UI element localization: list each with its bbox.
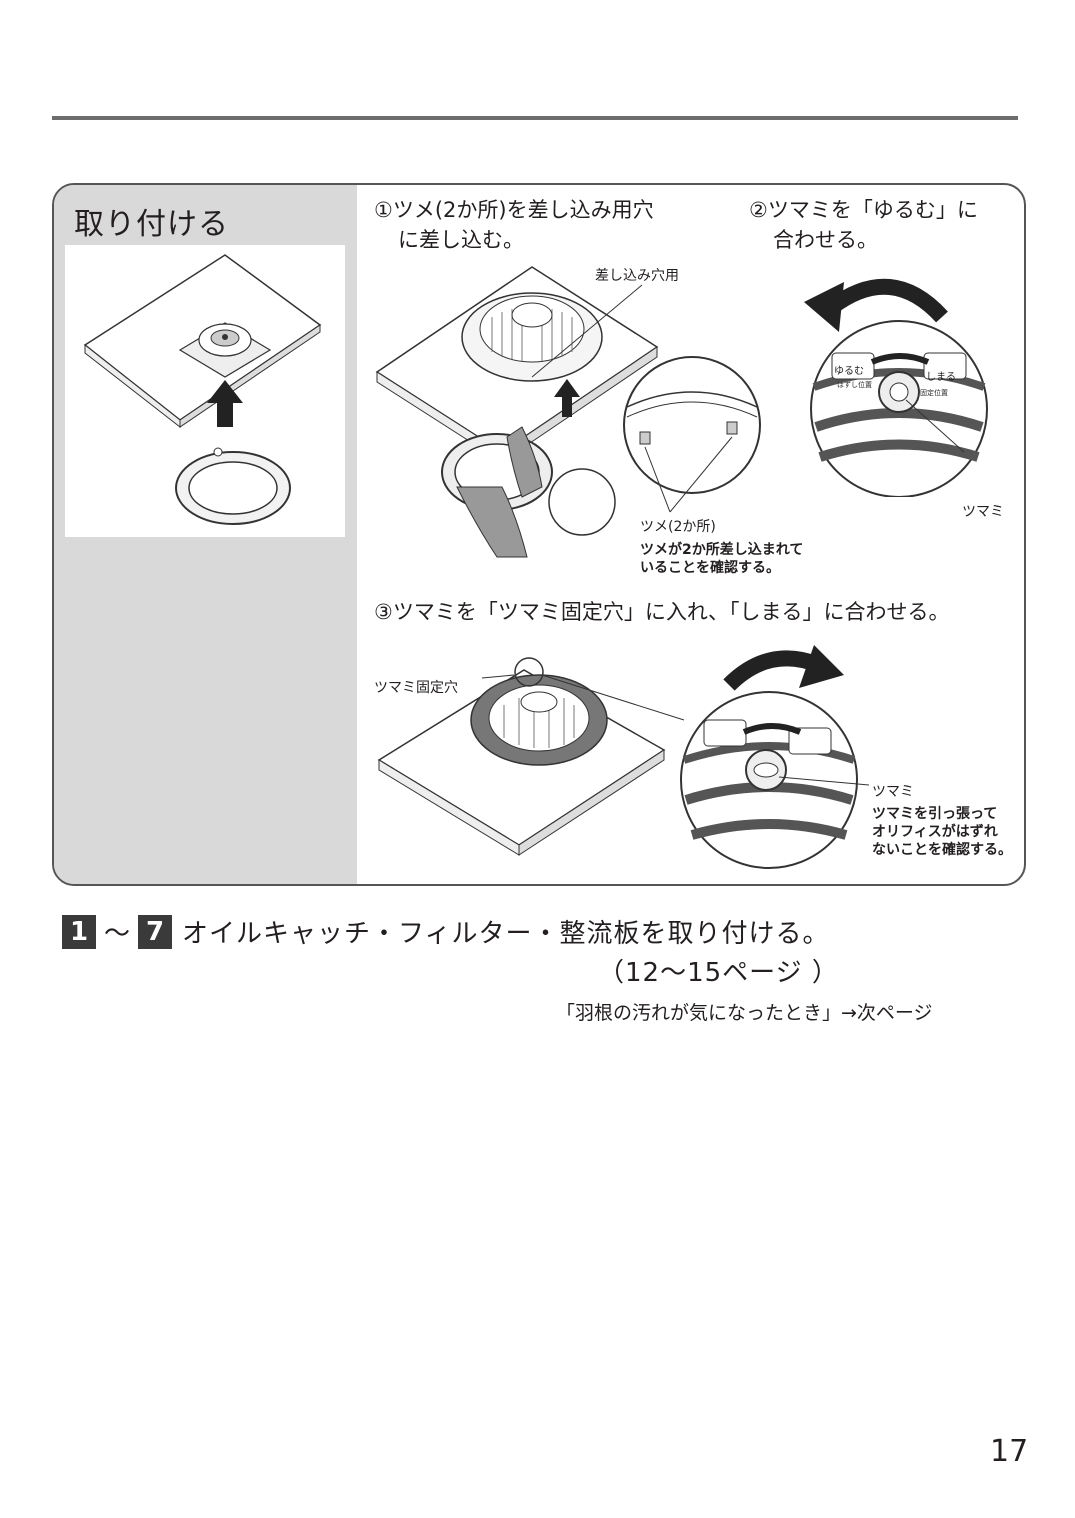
step1-note-line1: ツメが2か所差し込まれて [640, 542, 804, 558]
step-number-from: 1 [62, 914, 96, 949]
step1-hole-callout: 差し込み穴用 [595, 268, 679, 284]
step2-line2: 合わせる。 [773, 228, 878, 252]
step3-illustration [374, 630, 914, 879]
step1-note-line2: いることを確認する。 [640, 560, 780, 576]
step3-note: ツマミを引っ張って オリフィスがはずれ ないことを確認する。 [872, 805, 1012, 859]
range-tilde: ～ [104, 919, 131, 949]
step3-note-line1: ツマミを引っ張って [872, 806, 998, 822]
step2-knob-callout: ツマミ [962, 504, 1004, 520]
next-page-hint: 「羽根の汚れが気になったとき」→次ページ [556, 1002, 933, 1024]
step2-line1: ②ツマミを「ゆるむ」に [749, 198, 978, 222]
step3-note-line3: ないことを確認する。 [872, 842, 1012, 858]
page-number: 17 [990, 1434, 1029, 1469]
step3-instruction: ③ツマミを「ツマミ固定穴」に入れ、「しまる」に合わせる。 [374, 600, 950, 624]
dial-loosen-label: ゆるむ [834, 366, 864, 377]
step1-instruction: ①ツメ(2か所)を差し込み用穴 に差し込む。 [374, 195, 654, 255]
step1-line2: に差し込む。 [398, 228, 524, 252]
step1-note: ツメが2か所差し込まれて いることを確認する。 [640, 541, 803, 577]
overview-illustration [65, 245, 345, 537]
step-number-to: 7 [138, 914, 173, 949]
dial-fixed-label: 固定位置 [920, 389, 948, 397]
step3-hole-callout: ツマミ固定穴 [374, 680, 458, 696]
step2-illustration [794, 267, 994, 501]
panel-title: 取り付ける [74, 207, 229, 242]
panel-left-column: 取り付ける [54, 185, 357, 884]
reference-pages: （12～15ページ ） [598, 958, 839, 988]
reference-text: オイルキャッチ・フィルター・整流板を取り付ける。 [182, 919, 830, 949]
dial-tighten-label: しまる [926, 372, 956, 383]
step1-line1: ①ツメ(2か所)を差し込み用穴 [374, 198, 654, 222]
step1-tabs-callout: ツメ(2か所) [640, 519, 716, 535]
step1-illustration [372, 257, 762, 581]
step3-note-line2: オリフィスがはずれ [872, 824, 998, 840]
dial-release-label: はずし位置 [837, 381, 872, 389]
install-panel: 取り付ける ①ツメ(2か所)を差し込み用穴 に [52, 183, 1026, 886]
step2-instruction: ②ツマミを「ゆるむ」に 合わせる。 [749, 195, 978, 255]
header-rule [52, 116, 1018, 120]
reference-line: 1 ～ 7 オイルキャッチ・フィルター・整流板を取り付ける。 [62, 913, 830, 950]
step3-knob-callout: ツマミ [872, 784, 914, 800]
